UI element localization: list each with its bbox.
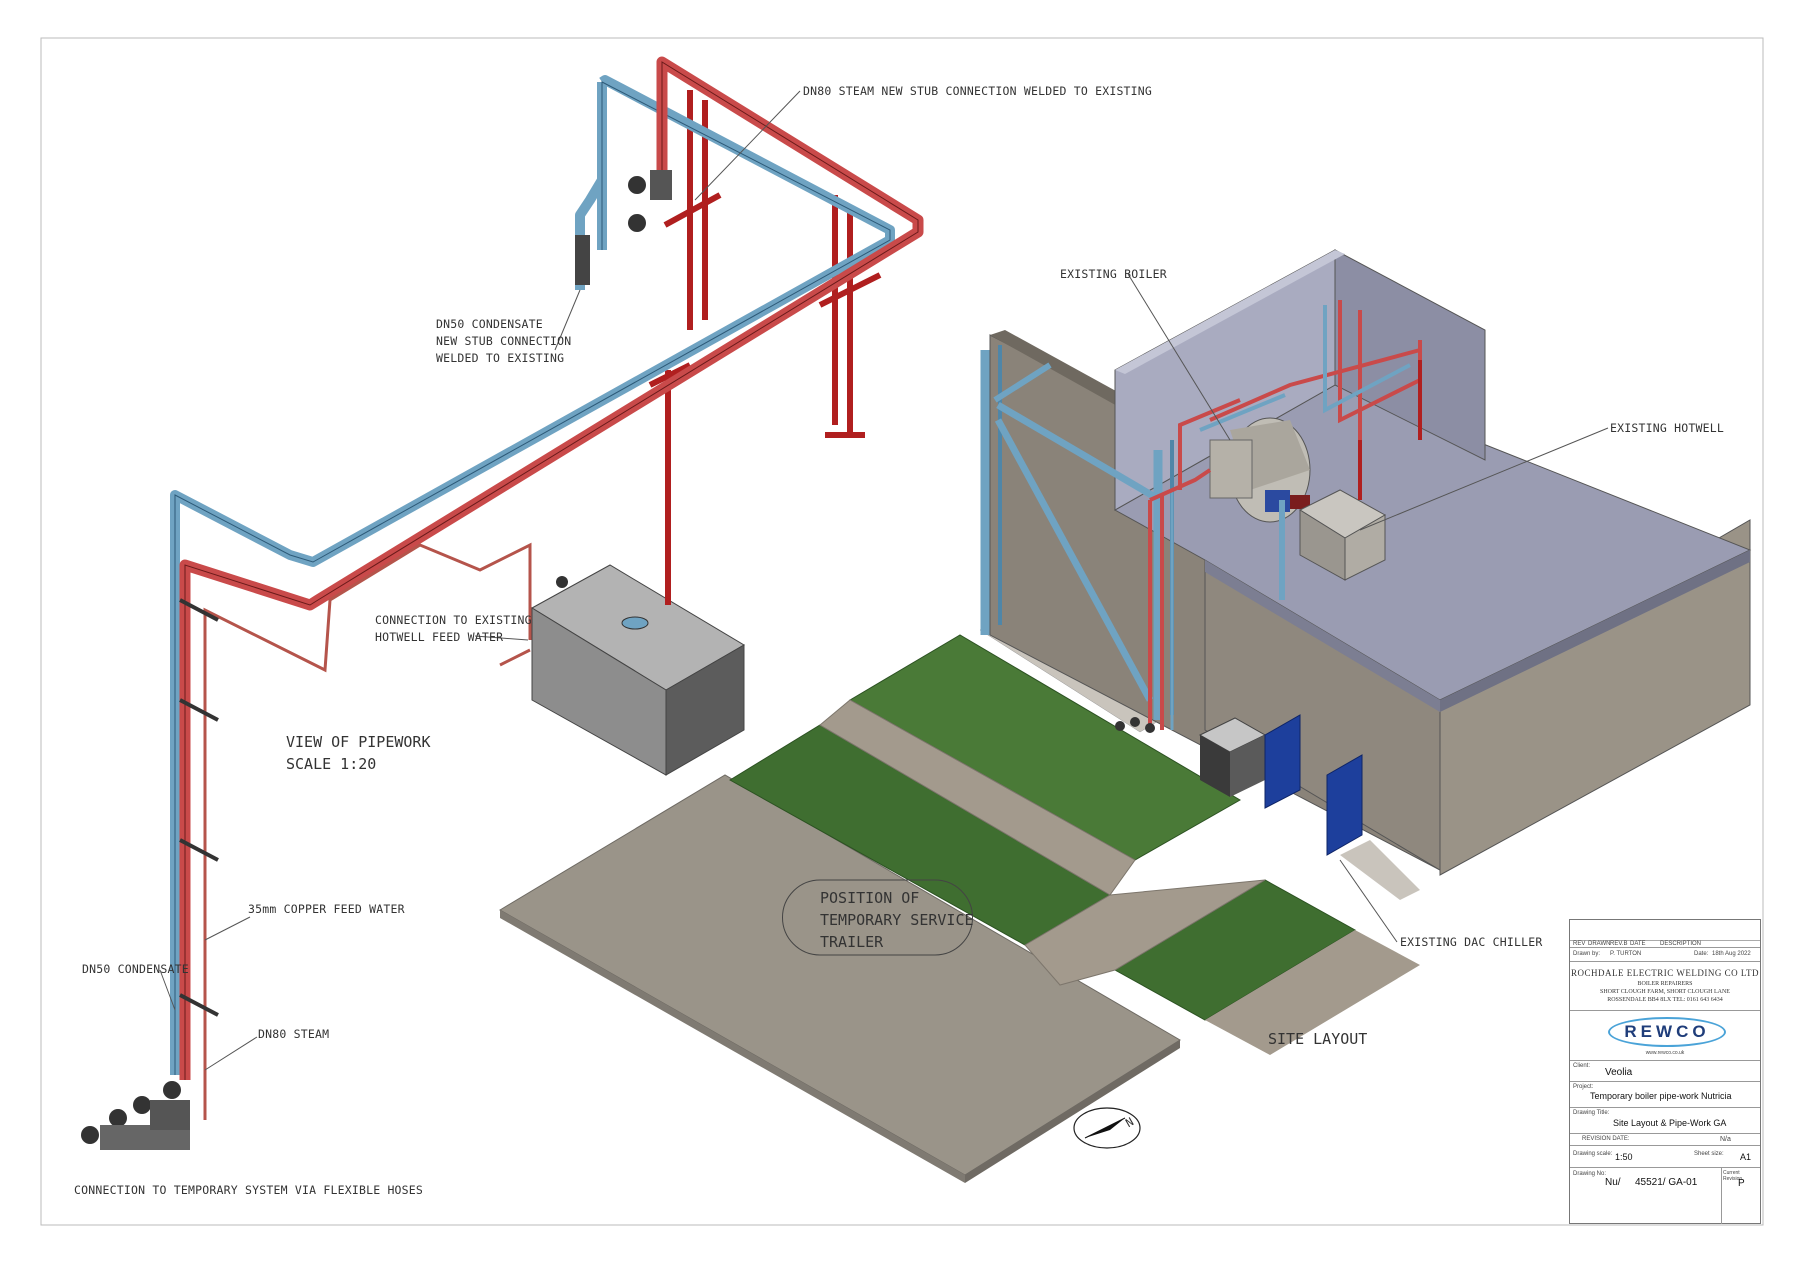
project-value: Temporary boiler pipe-work Nutricia (1590, 1091, 1732, 1101)
title-block: REV DRAWN REV.B DATE DESCRIPTION Drawn b… (1569, 919, 1761, 1224)
dn50-condensate-stub-label-3: WELDED TO EXISTING (436, 351, 564, 365)
rewco-logo-text: REWCO (1624, 1022, 1710, 1041)
drawn-by-label: Drawn by: (1573, 951, 1601, 957)
dn80-steam-label: DN80 STEAM (258, 1027, 329, 1041)
dn50-condensate-label: DN50 CONDENSATE (82, 962, 189, 976)
service-trailer-label-3: TRAILER (820, 933, 884, 951)
existing-boiler (1209, 417, 1311, 523)
footpath (819, 699, 1136, 896)
pipe-brackets (179, 598, 219, 1017)
existing-dac-chiller (1198, 717, 1267, 797)
rev-header-drawn: DRAWN (1588, 941, 1611, 947)
revision-table: REV DRAWN REV.B DATE DESCRIPTION (1570, 920, 1760, 948)
existing-hotwell-label: EXISTING HOTWELL (1610, 421, 1724, 435)
top-valves (575, 170, 672, 285)
drawing-no-label: Drawing No: (1573, 1171, 1607, 1177)
company-line-2: SHORT CLOUGH FARM, SHORT CLOUGH LANE (1600, 989, 1730, 995)
pipework-model (81, 56, 924, 1150)
rewco-logo: REWCO (1608, 1017, 1726, 1047)
site-layout-model (499, 249, 1752, 1183)
annotations: DN80 STEAM NEW STUB CONNECTION WELDED TO… (74, 84, 1724, 1197)
drawing-title-row: Drawing Title: Site Layout & Pipe-Work G… (1570, 1108, 1760, 1134)
service-trailer-label-1: POSITION OF (820, 889, 919, 907)
current-revision-value: P (1738, 1178, 1745, 1189)
copper-feed-water-label: 35mm COPPER FEED WATER (248, 902, 405, 916)
bottom-valves (81, 1081, 190, 1150)
leader-lines (159, 90, 1609, 1071)
sheet-border (40, 37, 1764, 1226)
existing-dac-chiller-label: EXISTING DAC CHILLER (1400, 935, 1542, 949)
service-trailer-label-2: TEMPORARY SERVICE (820, 911, 974, 929)
existing-hotwell (1298, 489, 1387, 581)
north-arrow (1073, 1107, 1141, 1149)
hotwell-feed-label-2: HOTWELL FEED WATER (375, 630, 503, 644)
dn80-steam-stub-label: DN80 STEAM NEW STUB CONNECTION WELDED TO… (803, 84, 1152, 98)
drawing-scale-value: 1:50 (1615, 1152, 1633, 1162)
rev-header-rev: REV (1573, 941, 1586, 947)
drawn-by-value: P. TURTON (1610, 951, 1642, 957)
hotwell-tank (531, 564, 745, 776)
current-revision-label: Current Revision (1723, 1170, 1743, 1182)
drawn-by-row: Drawn by: P. TURTON Date: 18th Aug 2022 (1570, 948, 1760, 962)
client-row: Client: Veolia (1570, 1061, 1760, 1082)
drawing-no-value: 45521/ GA-01 (1635, 1177, 1698, 1188)
drawing-title-label: Drawing Title: (1573, 1110, 1610, 1116)
rev-header-date: DATE (1630, 941, 1646, 947)
sheet-size-value: A1 (1740, 1152, 1752, 1162)
dn50-condensate-stub-label-2: NEW STUB CONNECTION (436, 334, 571, 348)
client-value: Veolia (1605, 1067, 1633, 1078)
dn50-condensate-stub-label-1: DN50 CONDENSATE (436, 317, 543, 331)
view-of-pipework-scale: SCALE 1:20 (286, 755, 376, 773)
temporary-system-connection-label: CONNECTION TO TEMPORARY SYSTEM VIA FLEXI… (74, 1183, 423, 1197)
hotwell-feed-label-1: CONNECTION TO EXISTING (375, 613, 532, 627)
client-label: Client: (1573, 1063, 1591, 1069)
copper-feed-pipe (203, 542, 532, 1120)
drawing-no-prefix: Nu/ (1605, 1177, 1621, 1188)
company-line-1: BOILER REPAIRERS (1637, 981, 1693, 987)
drawing-no-row: Drawing No: Nu/ 45521/ GA-01 Current Rev… (1570, 1168, 1760, 1224)
sheet-size-label: Sheet size: (1694, 1151, 1724, 1157)
company-name: ROCHDALE ELECTRIC WELDING CO LTD (1571, 968, 1759, 978)
revision-date-label: REVISION DATE: (1582, 1136, 1630, 1142)
view-of-pipework-title: VIEW OF PIPEWORK (286, 733, 431, 751)
drawing-title-value: Site Layout & Pipe-Work GA (1613, 1118, 1727, 1128)
service-trailer-outline (782, 879, 973, 956)
date-label: Date: (1694, 951, 1709, 957)
website: www.rewco.co.uk (1645, 1050, 1685, 1056)
site-layout-title: SITE LAYOUT (1268, 1030, 1367, 1048)
company-line-3: ROSSENDALE BB4 8LX TEL: 0161 643 6434 (1607, 997, 1723, 1003)
rev-header-revb: REV.B (1610, 941, 1628, 947)
drawing-scale-label: Drawing scale: (1573, 1151, 1613, 1157)
existing-boiler-label: EXISTING BOILER (1060, 267, 1167, 281)
revision-date-row: REVISION DATE: N/a (1570, 1134, 1760, 1146)
project-label: Project: (1573, 1084, 1594, 1090)
date-value: 18th Aug 2022 (1712, 951, 1751, 957)
rev-header-description: DESCRIPTION (1660, 941, 1702, 947)
blue-door-left (1264, 714, 1301, 809)
blue-door-right (1326, 754, 1363, 856)
scale-row: Drawing scale: 1:50 Sheet size: A1 (1570, 1146, 1760, 1168)
company-block: ROCHDALE ELECTRIC WELDING CO LTD BOILER … (1570, 962, 1760, 1011)
revision-date-value: N/a (1720, 1136, 1731, 1143)
logo-block: REWCO www.rewco.co.uk (1570, 1011, 1760, 1061)
project-row: Project: Temporary boiler pipe-work Nutr… (1570, 1082, 1760, 1108)
